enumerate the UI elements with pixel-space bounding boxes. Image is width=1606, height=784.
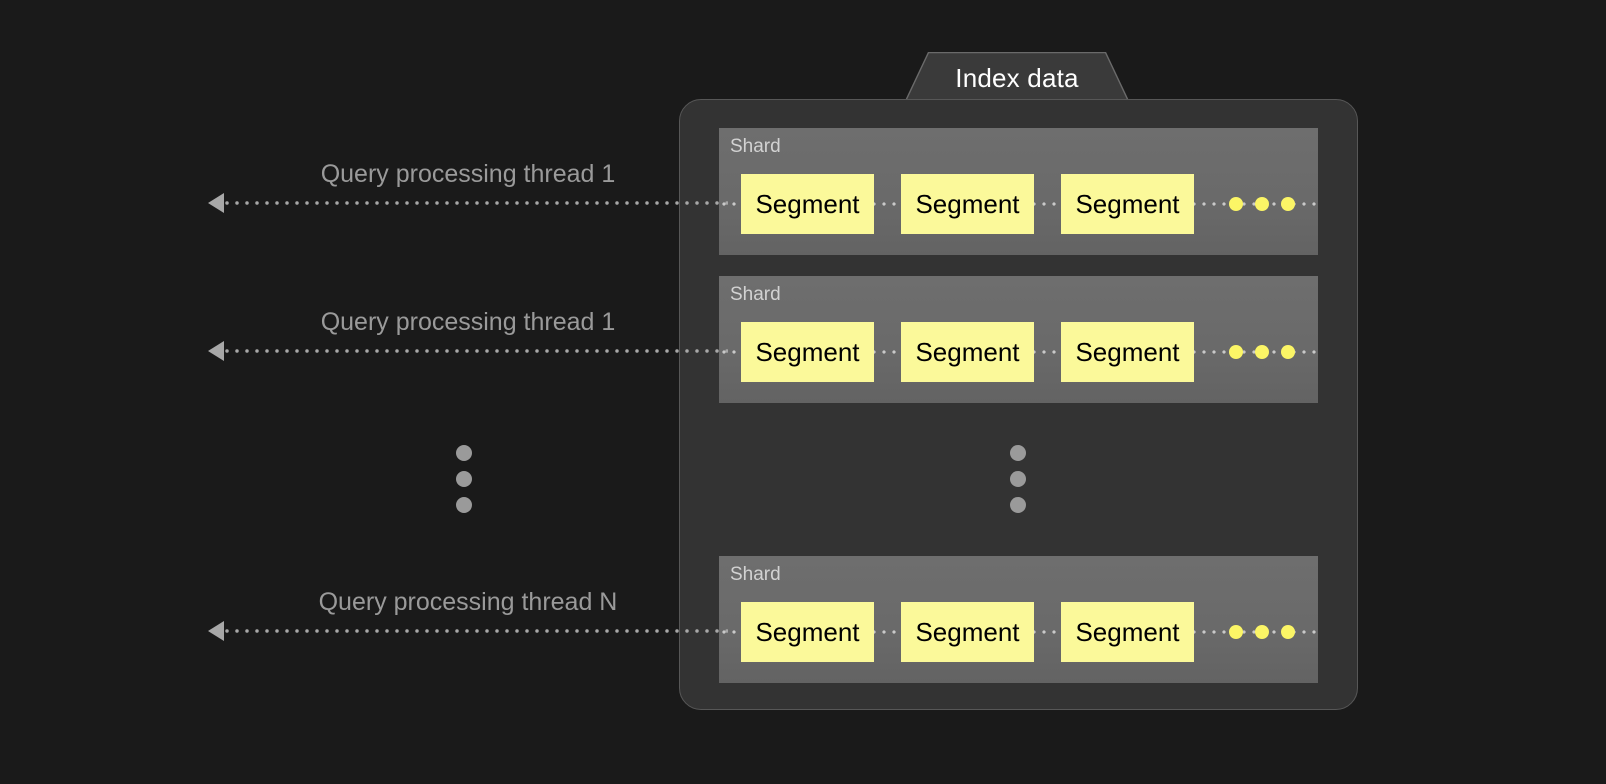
segment-box: Segment [741,174,874,234]
query-thread-dotted-line [222,629,728,633]
segment-label: Segment [755,189,860,219]
query-thread-dotted-line [222,201,728,205]
segment-box: Segment [1061,322,1194,382]
segment-ellipsis-dot [1255,625,1269,639]
ellipsis-dot [1010,445,1026,461]
ellipsis-dot [1010,471,1026,487]
segment-label: Segment [1075,189,1180,219]
ellipsis-dot [456,445,472,461]
query-thread-label: Query processing thread 1 [320,308,616,336]
segment-label: Segment [915,189,1020,219]
segment-ellipsis-dot [1229,197,1243,211]
shard-label: Shard [730,564,781,585]
segment-label: Segment [1075,617,1180,647]
segment-label: Segment [915,617,1020,647]
query-thread-arrow: Query processing thread 1 [208,308,728,364]
query-thread-arrow: Query processing thread N [208,588,728,644]
query-thread-label: Query processing thread N [318,588,618,616]
segment-box: Segment [901,174,1034,234]
query-thread-label: Query processing thread 1 [320,160,616,188]
arrow-left-icon [208,621,224,641]
index-data-tab-label: Index data [955,63,1079,93]
query-thread-arrow: Query processing thread 1 [208,160,728,216]
segment-box: Segment [741,602,874,662]
shard-label: Shard [730,136,781,157]
segment-label: Segment [1075,337,1180,367]
segment-ellipsis-dot [1255,197,1269,211]
arrow-left-icon [208,193,224,213]
ellipsis-dot [1010,497,1026,513]
segment-label: Segment [755,617,860,647]
segment-ellipsis-dot [1281,197,1295,211]
segment-box: Segment [741,322,874,382]
ellipsis-dot [456,497,472,513]
shard-row: Shard Segment Segment Segment [719,276,1318,403]
arrow-left-icon [208,341,224,361]
ellipsis-dot [456,471,472,487]
shard-label: Shard [730,284,781,305]
segment-ellipsis-dot [1281,625,1295,639]
segment-ellipsis-dot [1229,625,1243,639]
segment-label: Segment [915,337,1020,367]
segment-box: Segment [901,322,1034,382]
shard-row: Shard Segment Segment Segment [719,556,1318,683]
segment-label: Segment [755,337,860,367]
query-thread-dotted-line [222,349,728,353]
segment-box: Segment [901,602,1034,662]
shard-row: Shard Segment Segment Segment [719,128,1318,255]
segment-box: Segment [1061,174,1194,234]
segment-box: Segment [1061,602,1194,662]
segment-ellipsis-dot [1229,345,1243,359]
segment-ellipsis-dot [1281,345,1295,359]
segment-ellipsis-dot [1255,345,1269,359]
